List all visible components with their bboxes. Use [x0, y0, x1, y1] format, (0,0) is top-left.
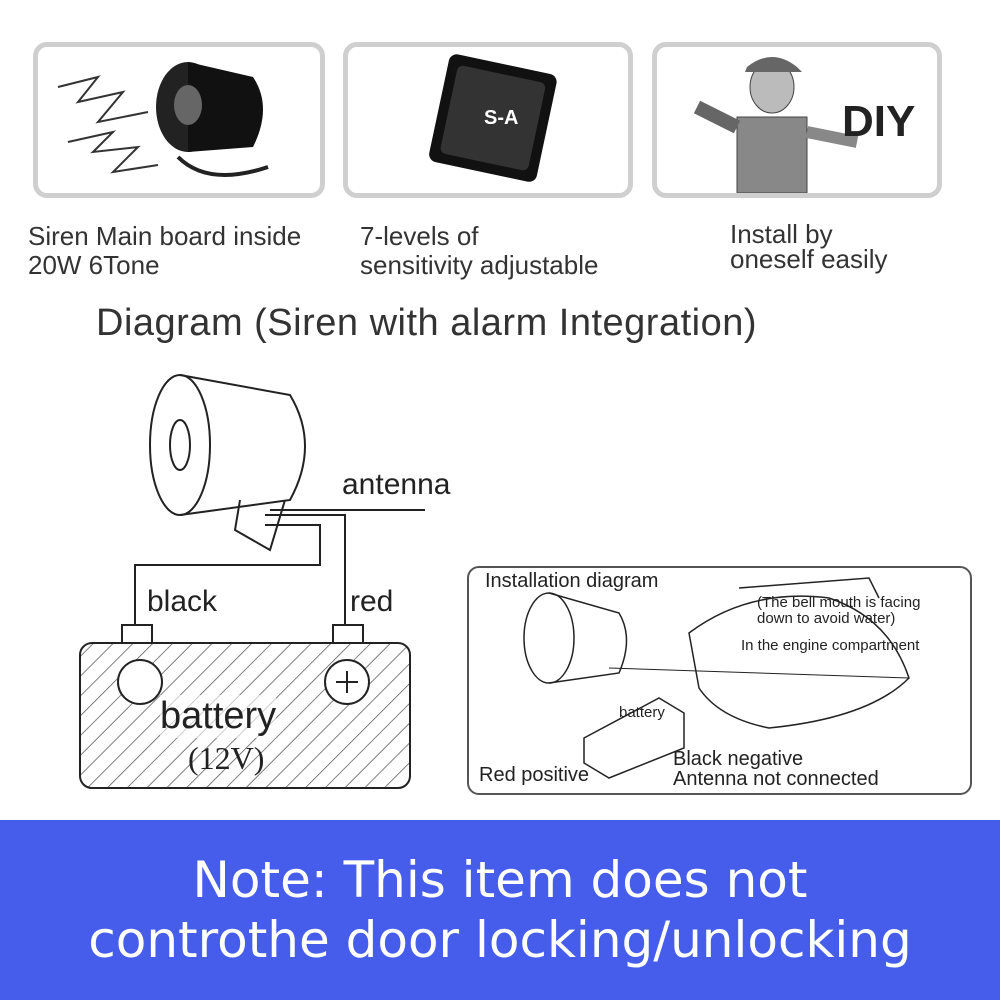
feature-siren-panel	[33, 42, 325, 198]
chip-label: S-A	[484, 107, 519, 129]
chip-icon	[429, 54, 557, 182]
bell-note-2: down to avoid water)	[757, 610, 896, 627]
engine-compartment-label: In the engine compartment	[741, 637, 920, 654]
note-banner: Note: This item does not controthe door …	[0, 820, 1000, 1000]
installation-diagram-panel: Installation diagram (The bell mouth is …	[467, 566, 972, 795]
antenna-not-connected-label: Antenna not connected	[673, 768, 879, 790]
diy-logo-text: DIY	[842, 97, 916, 146]
red-wire-label: red	[350, 585, 394, 618]
feature-diy-panel: DIY	[652, 42, 942, 198]
antenna-label: antenna	[342, 468, 451, 501]
note-line-2: controthe door locking/unlocking	[88, 911, 912, 969]
diagram-title: Diagram (Siren with alarm Integration)	[96, 302, 758, 344]
siren-lightning-icon	[57, 62, 269, 177]
bell-note-1: (The bell mouth is facing	[757, 594, 921, 611]
black-negative-label: Black negative	[673, 748, 804, 770]
black-wire-label: black	[147, 585, 218, 618]
battery-voltage: (12V)	[188, 740, 265, 776]
red-positive-label: Red positive	[479, 764, 590, 786]
battery-label: battery	[160, 695, 277, 738]
mechanic-icon	[693, 57, 859, 193]
installation-title: Installation diagram	[485, 570, 659, 592]
car-installation-illustration	[523, 577, 910, 779]
note-line-1: Note: This item does not	[192, 851, 808, 909]
installation-battery-label: battery	[619, 704, 665, 721]
feature-chip-panel: S-A	[343, 42, 633, 198]
